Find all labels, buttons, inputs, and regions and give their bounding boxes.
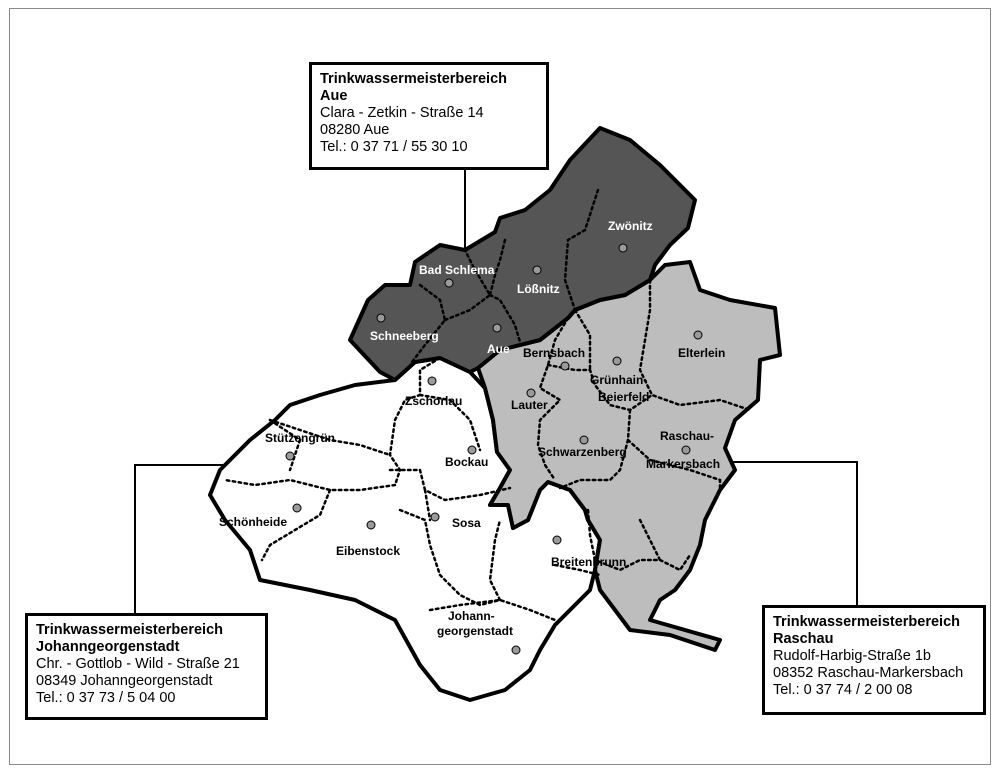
label-eibenstock: Eibenstock (336, 544, 400, 558)
label-gruenhain-1: Grünhain- (590, 373, 647, 387)
box-johann-phone: Tel.: 0 37 73 / 5 04 00 (36, 690, 176, 706)
box-aue-city: 08280 Aue (320, 122, 390, 138)
label-zwoenitz: Zwönitz (608, 219, 653, 233)
label-raschau-2: Markersbach (646, 457, 720, 471)
label-johann-2: georgenstadt (437, 624, 513, 638)
region-raschau (476, 260, 782, 652)
town-markers (285, 243, 703, 655)
label-aue: Aue (487, 342, 510, 356)
box-raschau-street: Rudolf-Harbig-Straße 1b (773, 648, 931, 664)
info-box-johanngeorgenstadt: Trinkwassermeisterbereich Johanngeorgens… (25, 613, 268, 720)
label-bockau: Bockau (445, 455, 488, 469)
label-loessnitz: Lößnitz (517, 282, 560, 296)
box-aue-phone: Tel.: 0 37 71 / 55 30 10 (320, 139, 468, 155)
map-frame (9, 8, 991, 765)
label-breitenbrunn: Breitenbrunn (551, 555, 626, 569)
label-lauter: Lauter (511, 398, 548, 412)
box-raschau-title-2: Raschau (773, 631, 834, 647)
box-johann-city: 08349 Johanngeorgenstadt (36, 673, 213, 689)
box-aue-title-2: Aue (320, 88, 348, 104)
label-raschau-1: Raschau- (660, 429, 714, 443)
info-box-aue: Trinkwassermeisterbereich Aue Clara - Ze… (309, 62, 549, 170)
label-gruenhain-2: Beierfeld (598, 390, 649, 404)
label-schoenheide: Schönheide (219, 515, 287, 529)
municipal-boundaries (223, 188, 752, 622)
box-raschau-title-1: Trinkwassermeisterbereich (773, 614, 960, 630)
box-raschau-city: 08352 Raschau-Markersbach (773, 665, 964, 681)
box-johann-title-2: Johanngeorgenstadt (36, 639, 180, 655)
box-johann-title-1: Trinkwassermeisterbereich (36, 622, 223, 638)
label-elterlein: Elterlein (678, 346, 725, 360)
label-schwarzenberg: Schwarzenberg (538, 445, 627, 459)
info-box-raschau: Trinkwassermeisterbereich Raschau Rudolf… (762, 605, 986, 715)
label-johann-1: Johann- (448, 609, 495, 623)
box-aue-title-1: Trinkwassermeisterbereich (320, 71, 507, 87)
label-schneeberg: Schneeberg (370, 329, 439, 343)
region-aue (348, 126, 697, 382)
label-sosa: Sosa (452, 516, 481, 530)
label-bernsbach: Bernsbach (523, 346, 585, 360)
label-zschorlau: Zschorlau (405, 394, 462, 408)
box-raschau-phone: Tel.: 0 37 74 / 2 00 08 (773, 682, 913, 698)
box-aue-street: Clara - Zetkin - Straße 14 (320, 105, 484, 121)
box-johann-street: Chr. - Gottlob - Wild - Straße 21 (36, 656, 240, 672)
label-stuetzengruen: Stützengrün (265, 431, 335, 445)
connector-lines (134, 168, 858, 615)
label-bad-schlema: Bad Schlema (419, 263, 495, 277)
